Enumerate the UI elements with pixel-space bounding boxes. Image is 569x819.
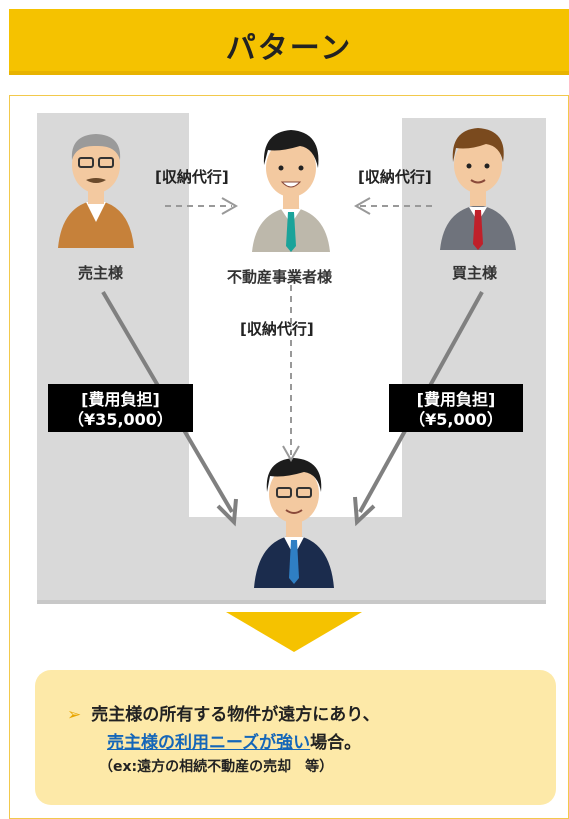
collection-label-center: [収納代行]	[240, 320, 314, 338]
seller-fee-box: [費用負担] （¥35,000）	[48, 384, 193, 432]
note-line-1-text: 売主様の所有する物件が遠方にあり、	[91, 705, 380, 725]
note-line-1: ➢ 売主様の所有する物件が遠方にあり、	[67, 700, 380, 725]
buyer-fee-title: [費用負担]	[416, 390, 496, 409]
agent-avatar	[252, 130, 330, 252]
seller-fee-amount: （¥35,000）	[68, 410, 173, 429]
page-header: パターン	[9, 9, 569, 75]
note-highlight: 売主様の利用ニーズが強い	[107, 733, 311, 753]
case-note: ➢ 売主様の所有する物件が遠方にあり、 売主様の利用ニーズが強い場合。 （ex:遠…	[35, 670, 556, 805]
seller-avatar	[58, 134, 134, 248]
buyer-fee-amount: （¥5,000）	[409, 410, 503, 429]
note-line-2: 売主様の利用ニーズが強い場合。	[107, 728, 361, 753]
page-title: パターン	[225, 31, 353, 66]
seller-fee-title: [費用負担]	[81, 390, 160, 409]
buyer-label: 買主様	[452, 264, 498, 282]
buyer-fee-box: [費用負担] （¥5,000）	[389, 384, 523, 432]
note-line-2-rest: 場合。	[310, 733, 362, 753]
down-arrow-icon	[226, 612, 362, 652]
seller-label: 売主様	[78, 264, 124, 282]
agent-label: 不動産事業者様	[227, 268, 333, 286]
note-line-3: （ex:遠方の相続不動産の売却 等）	[99, 759, 334, 775]
buyer-avatar	[440, 128, 516, 250]
collection-label-right: [収納代行]	[358, 168, 432, 186]
collection-label-left: [収納代行]	[155, 168, 229, 186]
bullet-arrow-icon: ➢	[67, 705, 82, 725]
collection-arrows	[165, 197, 432, 463]
center-avatar	[254, 458, 334, 588]
